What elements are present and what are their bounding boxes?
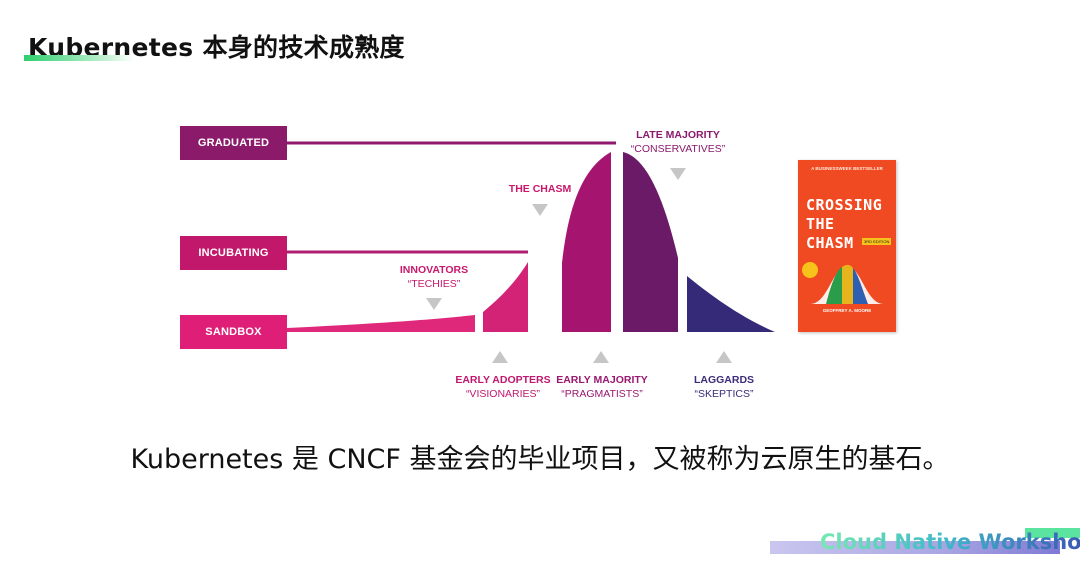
crossing-the-chasm-book-cover: A BUSINESSWEEK BESTSELLER CROSSING THE C… xyxy=(798,160,896,332)
book-title-line-3: CHASM xyxy=(806,234,854,252)
label-innovators: INNOVATORS “TECHIES” xyxy=(392,263,476,291)
late-majority-segment xyxy=(623,152,678,332)
book-edition-badge: 3RD EDITION xyxy=(862,238,892,245)
laggards-segment xyxy=(687,276,775,332)
innovators-sub: “TECHIES” xyxy=(407,278,461,290)
early-majority-sub: “PRAGMATISTS” xyxy=(561,388,643,400)
adoption-curve-graphic xyxy=(287,141,775,363)
book-title-line-1: CROSSING xyxy=(806,196,883,214)
title-underline xyxy=(24,55,134,61)
label-laggards: LAGGARDS “SKEPTICS” xyxy=(678,373,770,401)
laggards-arrow-icon xyxy=(716,351,732,363)
laggards-sub: “SKEPTICS” xyxy=(694,388,754,400)
footer-accent xyxy=(1025,528,1080,538)
laggards-title: LAGGARDS xyxy=(693,374,755,386)
level-incubating: INCUBATING xyxy=(180,236,287,270)
footer-brand: Cloud Native Workshop xyxy=(820,530,1080,554)
book-top-line: A BUSINESSWEEK BESTSELLER xyxy=(811,166,883,171)
level-graduated: GRADUATED xyxy=(180,126,287,160)
early-majority-arrow-icon xyxy=(593,351,609,363)
label-chasm: THE CHASM xyxy=(500,182,580,196)
sandbox-wedge xyxy=(287,315,475,332)
innovators-title: INNOVATORS xyxy=(399,264,469,276)
early-majority-title: EARLY MAJORITY xyxy=(556,374,648,386)
label-early-majority: EARLY MAJORITY “PRAGMATISTS” xyxy=(552,373,652,401)
label-late-majority: LATE MAJORITY “CONSERVATIVES” xyxy=(625,128,731,156)
label-early-adopters: EARLY ADOPTERS “VISIONARIES” xyxy=(452,373,554,401)
technology-adoption-diagram: GRADUATED INCUBATING SANDBOX INNOVATORS … xyxy=(170,88,900,413)
early-majority-segment xyxy=(562,152,611,332)
innovators-arrow-icon xyxy=(426,298,442,310)
book-curve-icon xyxy=(802,262,884,304)
early-adopters-arrow-icon xyxy=(492,351,508,363)
late-majority-arrow-icon xyxy=(670,168,686,180)
chasm-title: THE CHASM xyxy=(508,183,572,195)
level-sandbox: SANDBOX xyxy=(180,315,287,349)
book-title: CROSSING THE CHASM xyxy=(806,196,896,253)
chasm-arrow-icon xyxy=(532,204,548,216)
early-adopters-title: EARLY ADOPTERS xyxy=(455,374,551,386)
early-adopters-sub: “VISIONARIES” xyxy=(465,388,541,400)
late-majority-title: LATE MAJORITY xyxy=(636,129,720,141)
late-majority-sub: “CONSERVATIVES” xyxy=(630,143,726,155)
slide-caption: Kubernetes 是 CNCF 基金会的毕业项目，又被称为云原生的基石。 xyxy=(130,444,950,475)
book-title-line-2: THE xyxy=(806,215,835,233)
footer-bar xyxy=(770,541,1060,554)
book-author: GEOFFREY A. MOORE xyxy=(822,308,872,313)
early-adopters-segment xyxy=(483,262,528,332)
